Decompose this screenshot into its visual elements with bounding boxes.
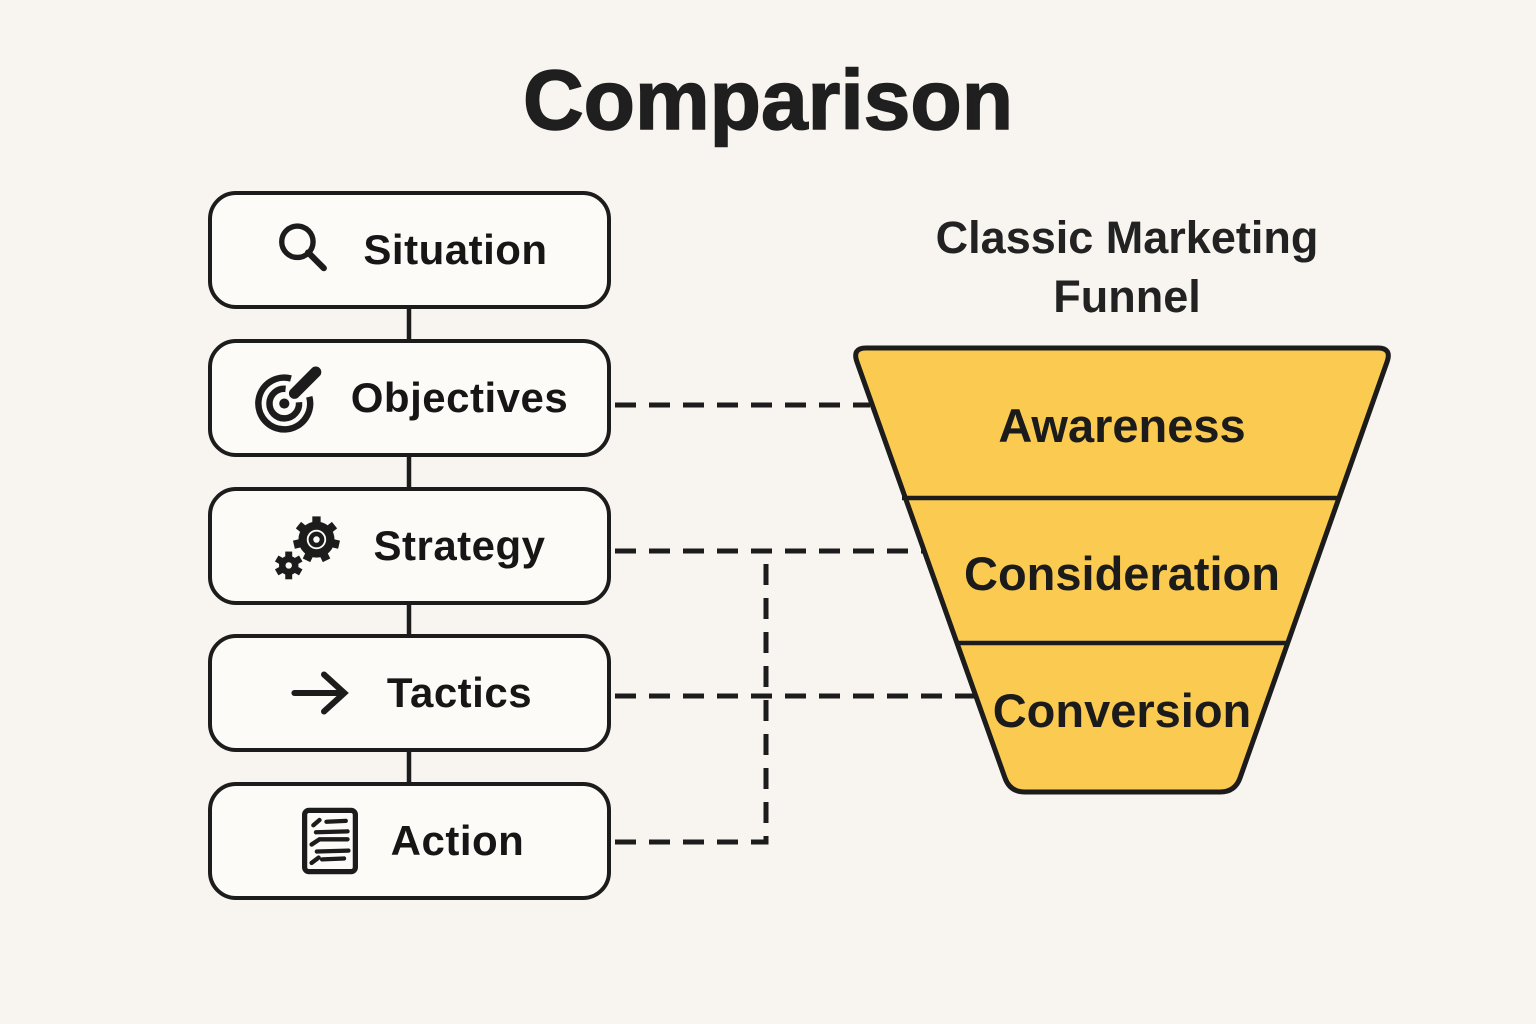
step-box-tactics: Tactics: [208, 634, 611, 752]
step-box-situation: Situation: [208, 191, 611, 309]
funnel-stage-awareness: Awareness: [998, 399, 1246, 452]
step-label: Situation: [363, 226, 548, 273]
step-box-action: Action: [208, 782, 611, 900]
step-label: Objectives: [350, 374, 569, 421]
target-dart-icon: [254, 366, 322, 433]
dashed-connection-lines: [615, 402, 976, 845]
step-label: Action: [390, 817, 525, 864]
step-label: Tactics: [386, 669, 533, 716]
step-box-strategy: Strategy: [208, 487, 611, 605]
funnel-stage-consideration: Consideration: [964, 547, 1280, 600]
step-box-objectives: Objectives: [208, 339, 611, 457]
funnel-title: Classic Marketing Funnel: [935, 212, 1319, 322]
search-icon: [279, 223, 328, 272]
marketing-funnel-shape: [853, 345, 1391, 795]
document-list-icon: [301, 807, 358, 875]
connection-action-elbow: [615, 554, 769, 845]
arrow-right-icon: [291, 671, 349, 715]
funnel-body: [853, 345, 1391, 795]
step-label: Strategy: [373, 522, 546, 569]
page-title: Comparison: [522, 52, 1014, 148]
funnel-stage-conversion: Conversion: [992, 684, 1252, 737]
gears-icon: [275, 516, 341, 580]
